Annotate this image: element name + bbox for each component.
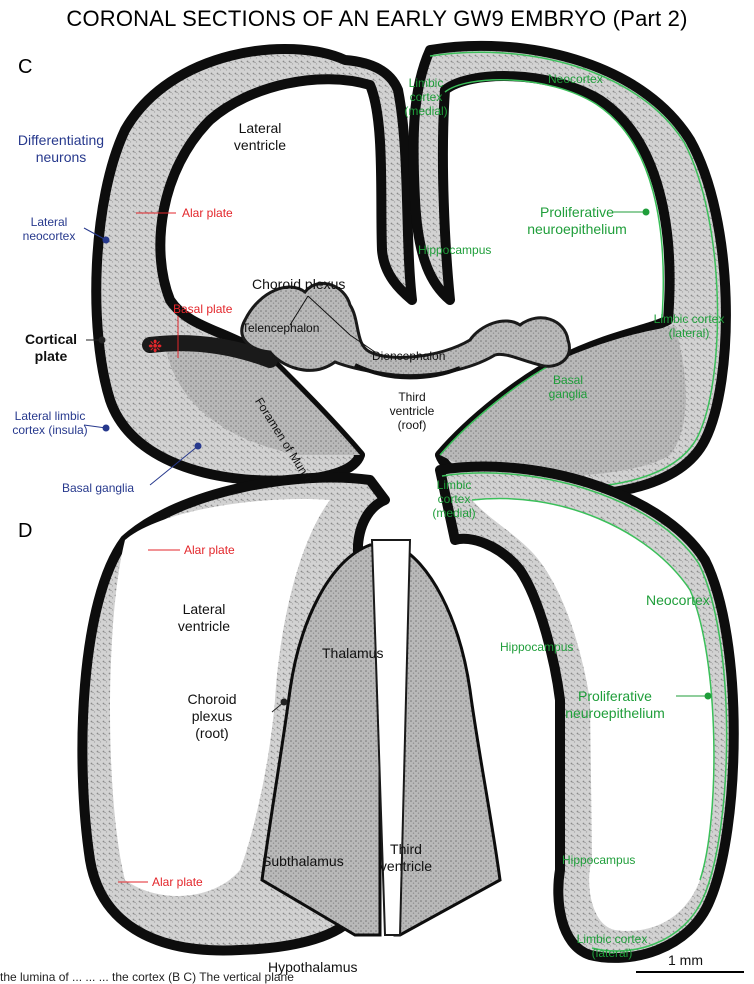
- figure-title: CORONAL SECTIONS OF AN EARLY GW9 EMBRYO …: [66, 6, 688, 31]
- label-hippocampus-d-lower: Hippocampus: [562, 853, 636, 867]
- panel-label-c: C: [18, 56, 33, 78]
- label-proliferative-neuroepithelium-c: Proliferative neuroepithelium: [527, 204, 627, 237]
- label-hypothalamus: Hypothalamus: [268, 959, 358, 975]
- label-alar-plate-d-bottom: Alar plate: [152, 875, 203, 889]
- label-alar-plate-d-top: Alar plate: [184, 543, 235, 557]
- outline-c-right: [429, 51, 719, 490]
- label-cortical-plate: Cortical plate: [24, 331, 78, 364]
- section-d-right-hemisphere: [393, 461, 739, 963]
- label-third-ventricle-roof: Third ventricle (roof): [389, 390, 435, 432]
- section-c-left-hemisphere: [91, 43, 417, 486]
- scale-bar-label: 1 mm: [668, 952, 703, 968]
- label-choroid-plexus-root: Choroid plexus (root): [187, 691, 237, 741]
- outline-d-right: [441, 472, 728, 952]
- label-limbic-cortex-lateral-c: Limbic cortex (lateral): [653, 312, 725, 340]
- label-limbic-cortex-lateral-d: Limbic cortex (lateral): [576, 932, 648, 960]
- pointer-dots: [98, 208, 712, 706]
- label-third-ventricle-d: Third ventricle: [379, 841, 433, 874]
- label-differentiating-neurons: Differentiating neurons: [17, 132, 105, 165]
- label-limbic-cortex-medial-d: Limbic cortex (medial): [432, 478, 476, 520]
- label-limbic-cortex-medial-c: Limbic cortex (medial): [404, 76, 448, 118]
- label-neocortex-c: Neocortex: [548, 72, 603, 86]
- label-choroid-plexus-c: Choroid plexus: [252, 276, 346, 292]
- label-lateral-neocortex: Lateral neocortex: [22, 215, 76, 243]
- label-lateral-ventricle-c: Lateral ventricle: [233, 120, 287, 153]
- label-proliferative-neuroepithelium-d: Proliferative neuroepithelium: [565, 688, 665, 721]
- section-d-left-hemisphere: [77, 472, 390, 956]
- label-neocortex-d: Neocortex: [646, 592, 710, 608]
- label-thalamus: Thalamus: [322, 645, 384, 661]
- asterisk-marker: ❉: [148, 337, 163, 356]
- label-basal-ganglia-c-right: Basal ganglia: [548, 373, 588, 401]
- label-basal-ganglia-c-left: Basal ganglia: [62, 481, 135, 495]
- label-hippocampus-c: Hippocampus: [418, 243, 492, 257]
- choroid-plexus-c: [240, 281, 571, 380]
- label-basal-plate-c: Basal plate: [173, 302, 233, 316]
- label-telencephalon: Telencephalon: [242, 321, 320, 335]
- label-subthalamus: Subthalamus: [262, 853, 344, 869]
- label-lateral-ventricle-d: Lateral ventricle: [177, 601, 231, 634]
- label-hippocampus-d-upper: Hippocampus: [500, 640, 574, 654]
- caption-fragment: the lumina of ... ... ... the cortex (B …: [0, 970, 294, 984]
- section-c-right-hemisphere: [408, 40, 731, 502]
- third-ventricle-channel-d: [370, 539, 412, 936]
- panel-label-d: D: [18, 520, 33, 542]
- label-diencephalon: Diencephalon: [372, 349, 446, 363]
- label-alar-plate-c: Alar plate: [182, 206, 233, 220]
- label-lateral-limbic-cortex-insula: Lateral limbic cortex (insula): [12, 409, 88, 437]
- pointer-lines: [83, 211, 708, 883]
